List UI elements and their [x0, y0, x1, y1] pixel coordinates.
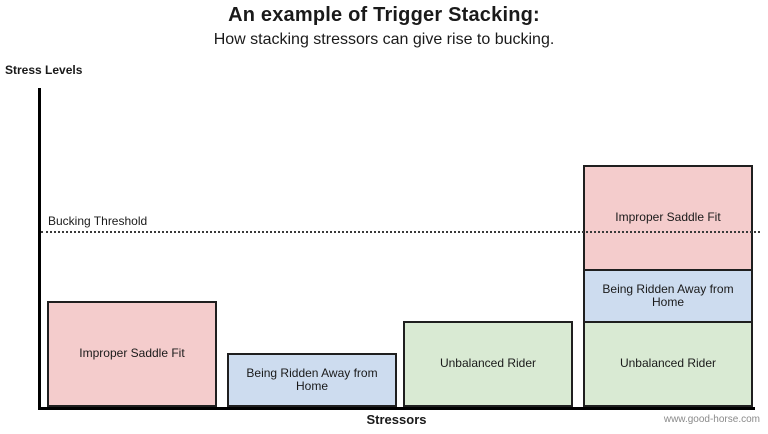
- threshold-label: Bucking Threshold: [48, 214, 148, 228]
- bar-segment: Unbalanced Rider: [403, 321, 573, 407]
- chart-title: An example of Trigger Stacking:: [228, 4, 540, 26]
- bar-segment-label: Being Ridden Away from Home: [602, 281, 734, 309]
- bar-segment-label: Improper Saddle Fit: [615, 210, 721, 225]
- x-axis-label: Stressors: [366, 412, 427, 427]
- bar-segment: Improper Saddle Fit: [47, 301, 217, 407]
- y-axis-line: [38, 88, 41, 410]
- bar: Improper Saddle Fit: [47, 301, 217, 407]
- y-axis-label: Stress Levels: [5, 63, 83, 77]
- bar: Being Ridden Away from Home: [227, 353, 397, 407]
- bar-segment: Improper Saddle Fit: [583, 165, 753, 271]
- bar: Unbalanced Rider: [403, 321, 573, 407]
- bar-segment-label: Unbalanced Rider: [619, 356, 717, 371]
- website-credit: www.good-horse.com: [663, 414, 760, 425]
- bar-segment-label: Being Ridden Away from Home: [246, 365, 378, 393]
- bar-segment: Being Ridden Away from Home: [583, 269, 753, 323]
- bar-segment-label: Unbalanced Rider: [439, 356, 537, 371]
- bar-segment: Unbalanced Rider: [583, 321, 753, 407]
- bar-segment-label: Improper Saddle Fit: [79, 346, 185, 361]
- chart-subtitle: How stacking stressors can give rise to …: [213, 31, 555, 48]
- threshold-line: [41, 231, 760, 233]
- bar-segment: Being Ridden Away from Home: [227, 353, 397, 407]
- x-axis-line: [38, 407, 755, 410]
